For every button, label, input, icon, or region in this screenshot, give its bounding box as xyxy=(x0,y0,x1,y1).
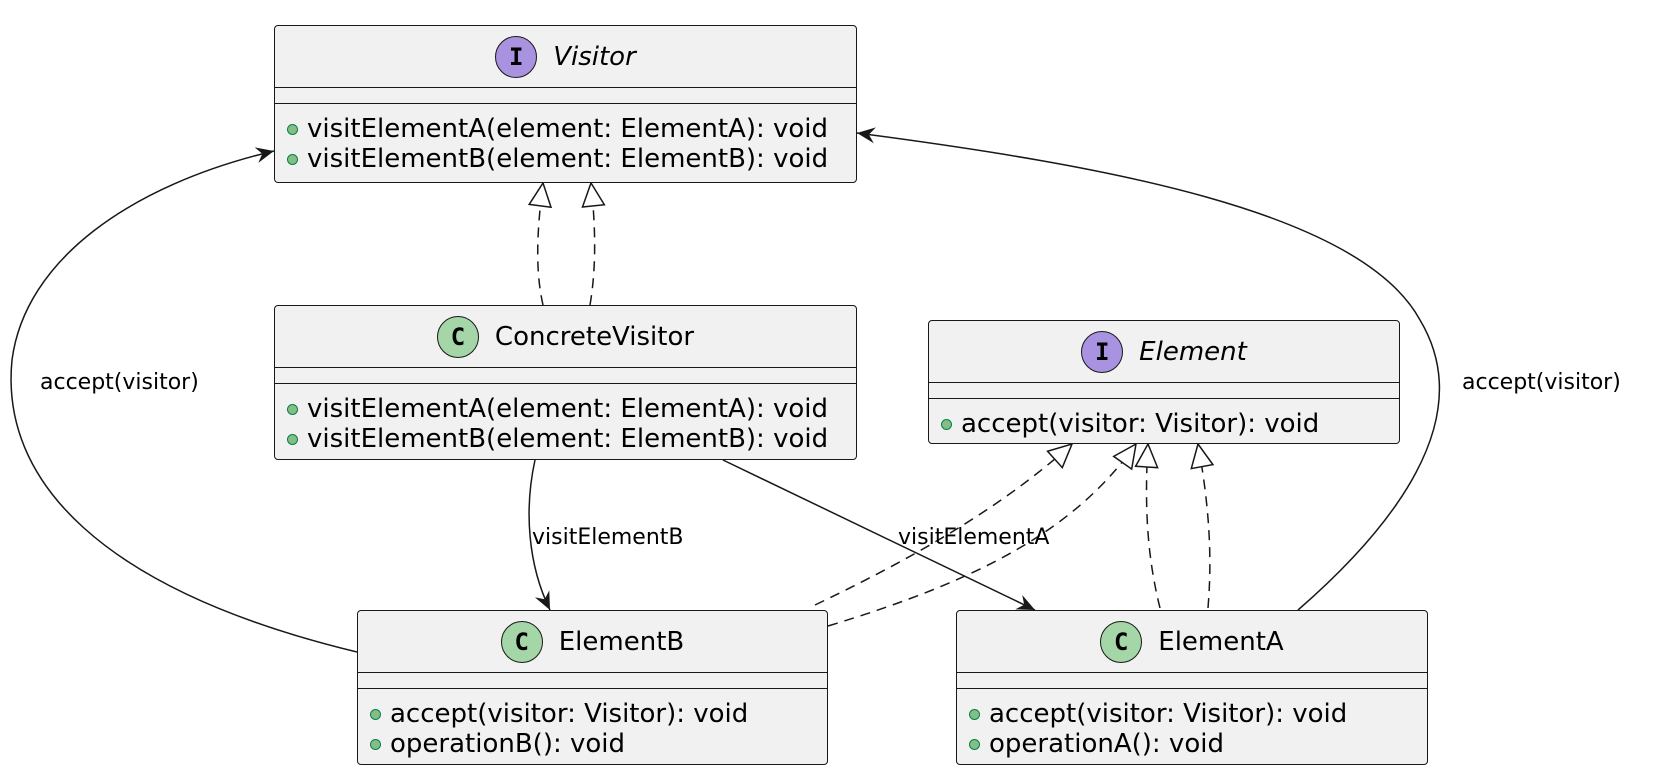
methods-compartment: accept(visitor: Visitor): void operation… xyxy=(358,689,827,759)
method-signature: accept(visitor: Visitor): void xyxy=(961,409,1320,439)
method: accept(visitor: Visitor): void xyxy=(370,699,827,729)
edge-label-elementa-accept: accept(visitor) xyxy=(1462,370,1621,395)
method: operationA(): void xyxy=(969,729,1427,759)
class-name: ElementA xyxy=(1158,626,1284,657)
attributes-compartment xyxy=(275,88,856,104)
edge-label-elementb-accept: accept(visitor) xyxy=(40,370,199,395)
realization-elementb-element-2 xyxy=(827,442,1138,627)
class-elementa[interactable]: C ElementA accept(visitor: Visitor): voi… xyxy=(956,610,1428,765)
realization-concretevisitor-visitor-2 xyxy=(581,181,606,306)
class-header: I Visitor xyxy=(275,26,856,88)
methods-compartment: visitElementA(element: ElementA): void v… xyxy=(275,384,856,454)
methods-compartment: visitElementA(element: ElementA): void v… xyxy=(275,104,856,174)
method-signature: operationB(): void xyxy=(390,729,626,759)
edge-label-visit-a: visitElementA xyxy=(898,525,1050,550)
interface-badge-icon: I xyxy=(495,35,538,78)
realization-concretevisitor-visitor-1 xyxy=(527,181,553,306)
class-badge-icon: C xyxy=(436,315,479,358)
methods-compartment: accept(visitor: Visitor): void xyxy=(929,399,1399,439)
methods-compartment: accept(visitor: Visitor): void operation… xyxy=(957,689,1427,759)
class-concretevisitor[interactable]: C ConcreteVisitor visitElementA(element:… xyxy=(274,305,857,460)
realization-elementa-element-1 xyxy=(1134,442,1161,609)
attributes-compartment xyxy=(957,673,1427,689)
public-visibility-icon xyxy=(941,418,952,430)
method: operationB(): void xyxy=(370,729,827,759)
attributes-compartment xyxy=(275,368,856,384)
class-badge-icon: C xyxy=(1100,620,1143,663)
class-header: C ConcreteVisitor xyxy=(275,306,856,368)
method-signature: accept(visitor: Visitor): void xyxy=(989,699,1348,729)
method-signature: operationA(): void xyxy=(989,729,1224,759)
public-visibility-icon xyxy=(969,708,980,720)
method-signature: visitElementA(element: ElementA): void xyxy=(307,394,829,424)
interface-badge-icon: I xyxy=(1081,330,1124,373)
edge-label-visit-b: visitElementB xyxy=(532,525,684,550)
public-visibility-icon xyxy=(287,153,298,165)
method-signature: visitElementB(element: ElementB): void xyxy=(307,424,829,454)
class-header: C ElementB xyxy=(358,611,827,673)
class-name: ElementB xyxy=(558,626,685,657)
public-visibility-icon xyxy=(370,738,381,750)
public-visibility-icon xyxy=(287,403,298,415)
class-header: C ElementA xyxy=(957,611,1427,673)
method: accept(visitor: Visitor): void xyxy=(969,699,1427,729)
method: accept(visitor: Visitor): void xyxy=(941,409,1399,439)
method: visitElementB(element: ElementB): void xyxy=(287,144,856,174)
attributes-compartment xyxy=(929,383,1399,399)
method-signature: visitElementB(element: ElementB): void xyxy=(307,144,829,174)
class-name: ConcreteVisitor xyxy=(494,321,695,352)
association-elementb-visitor xyxy=(10,147,358,653)
class-badge-icon: C xyxy=(500,620,543,663)
method-signature: accept(visitor: Visitor): void xyxy=(390,699,749,729)
association-concretevisitor-elementa xyxy=(722,459,1036,611)
public-visibility-icon xyxy=(287,123,298,135)
public-visibility-icon xyxy=(969,738,980,750)
attributes-compartment xyxy=(358,673,827,689)
class-name: Element xyxy=(1139,336,1247,367)
public-visibility-icon xyxy=(370,708,381,720)
method: visitElementB(element: ElementB): void xyxy=(287,424,856,454)
realization-elementa-element-2 xyxy=(1190,442,1215,609)
class-element[interactable]: I Element accept(visitor: Visitor): void xyxy=(928,320,1400,444)
class-visitor[interactable]: I Visitor visitElementA(element: Element… xyxy=(274,25,857,183)
method: visitElementA(element: ElementA): void xyxy=(287,394,856,424)
class-header: I Element xyxy=(929,321,1399,383)
association-concretevisitor-elementb xyxy=(528,459,551,611)
method-signature: visitElementA(element: ElementA): void xyxy=(307,114,829,144)
association-elementa-visitor xyxy=(856,127,1440,611)
class-name: Visitor xyxy=(553,41,636,72)
public-visibility-icon xyxy=(287,433,298,445)
method: visitElementA(element: ElementA): void xyxy=(287,114,856,144)
class-elementb[interactable]: C ElementB accept(visitor: Visitor): voi… xyxy=(357,610,828,765)
